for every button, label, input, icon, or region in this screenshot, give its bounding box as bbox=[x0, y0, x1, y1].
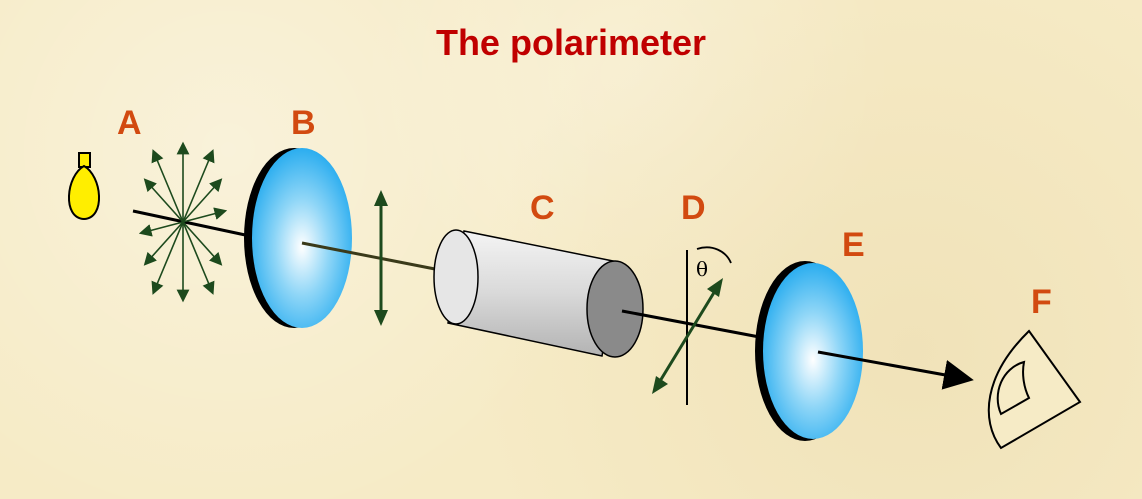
polarization-rotated-arrow bbox=[652, 278, 723, 394]
label-a: A bbox=[117, 104, 142, 142]
beam-unpolarized bbox=[132, 209, 251, 238]
label-d: D bbox=[681, 189, 706, 227]
light-bulb-icon bbox=[68, 152, 100, 221]
rotation-angle-arc bbox=[696, 246, 732, 264]
sample-tube-c bbox=[433, 229, 644, 358]
label-c: C bbox=[530, 189, 555, 227]
diagram-title: The polarimeter bbox=[435, 22, 707, 63]
polarization-vertical-arrow bbox=[374, 190, 388, 326]
beam-rotated bbox=[621, 309, 771, 341]
unpolarized-light-arrows bbox=[138, 141, 228, 303]
label-f: F bbox=[1031, 283, 1052, 321]
polarizer-b bbox=[244, 148, 352, 328]
eye-icon bbox=[987, 329, 1082, 450]
label-e: E bbox=[842, 226, 865, 264]
label-b: B bbox=[291, 104, 316, 142]
theta-symbol: θ bbox=[696, 257, 708, 281]
beam-polarized bbox=[301, 241, 441, 272]
analyzer-e bbox=[755, 261, 863, 441]
beam-to-observer bbox=[817, 350, 974, 390]
